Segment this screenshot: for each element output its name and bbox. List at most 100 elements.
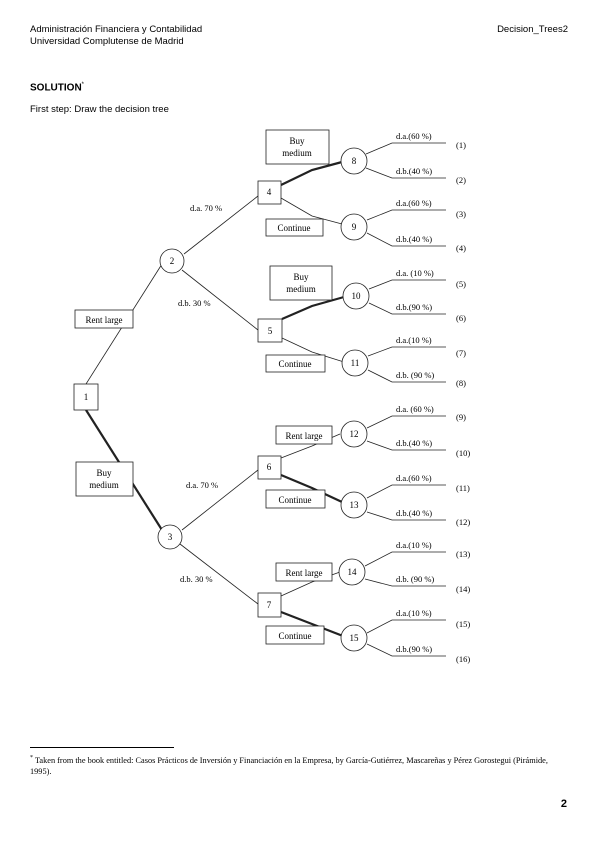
endpoint-8: (8): [456, 378, 466, 388]
option-buy-1-line2: medium: [89, 480, 119, 490]
branch-2-5: [181, 269, 259, 331]
page-number: 2: [560, 798, 567, 810]
chance-node-13: [340, 491, 368, 519]
branch-15-16: [366, 643, 446, 657]
node-label-9: 9: [352, 222, 357, 232]
option-continue-7: Continue: [279, 631, 312, 641]
chance-node-11: [341, 349, 369, 377]
branch-6-13: [280, 473, 343, 503]
branch-15-15: [366, 619, 446, 634]
branch-7-15: [280, 610, 344, 638]
node-label-13: 13: [350, 500, 360, 510]
branch-12-10: [366, 440, 446, 451]
node-label-7: 7: [267, 600, 272, 610]
branch-label-2-4: d.a. 70 %: [190, 203, 222, 213]
branch-9-3: [366, 209, 446, 221]
node-label-10: 10: [352, 291, 362, 301]
endpoint-3: (3): [456, 209, 466, 219]
branch-10-5: [368, 279, 446, 290]
decision-node-1: [73, 383, 99, 411]
outcome-label-11: d.a.(60 %): [396, 473, 432, 483]
endpoint-15: (15): [456, 619, 470, 629]
branch-12-9: [366, 415, 446, 429]
header-left: Administración Financiera y Contabilidad…: [30, 24, 202, 48]
decision-node-6: [257, 455, 282, 480]
outcome-label-4: d.b.(40 %): [396, 234, 432, 244]
option-buy-1-line1: Buy: [96, 468, 112, 478]
endpoint-1: (1): [456, 140, 466, 150]
footnote-rule: [30, 747, 174, 748]
endpoint-11: (11): [456, 483, 470, 493]
node-label-14: 14: [348, 567, 358, 577]
option-box-rent-large-1: [74, 309, 134, 329]
outcome-label-6: d.b.(90 %): [396, 302, 432, 312]
endpoint-6: (6): [456, 313, 466, 323]
endpoint-10: (10): [456, 448, 470, 458]
branch-5-10: [281, 295, 345, 321]
option-buy-4-line1: Buy: [289, 136, 305, 146]
branch-14-13: [364, 551, 446, 567]
endpoint-14: (14): [456, 584, 470, 594]
solution-heading: SOLUTION*: [30, 82, 84, 93]
node-label-6: 6: [267, 462, 272, 472]
outcome-label-8: d.b. (90 %): [396, 370, 434, 380]
option-rent-large-1: Rent large: [85, 315, 122, 325]
node-label-15: 15: [350, 633, 360, 643]
branch-13-11: [366, 484, 446, 499]
endpoint-16: (16): [456, 654, 470, 664]
chance-node-8: [340, 147, 368, 175]
footnote-marker: *: [81, 82, 85, 88]
branch-9-4: [366, 232, 446, 247]
header-course: Administración Financiera y Contabilidad: [30, 24, 203, 35]
branch-label-2-5: d.b. 30 %: [178, 298, 211, 308]
option-box-buy-medium-4: [265, 129, 330, 165]
option-box-buy-medium-5: [269, 265, 333, 301]
chance-node-3: [157, 524, 183, 550]
endpoint-13: (13): [456, 549, 470, 559]
endpoint-7: (7): [456, 348, 466, 358]
option-box-continue-7: [265, 625, 325, 645]
outcome-label-14: d.b. (90 %): [396, 574, 434, 584]
outcome-label-13: d.a.(10 %): [396, 540, 432, 550]
decision-node-5: [257, 318, 283, 343]
option-buy-5-line1: Buy: [293, 272, 309, 282]
outcome-label-9: d.a. (60 %): [396, 404, 434, 414]
footnote-text: Taken from the book entitled: Casos Prác…: [30, 755, 548, 776]
option-continue-6: Continue: [279, 495, 312, 505]
node-label-4: 4: [267, 187, 272, 197]
chance-node-12: [340, 420, 368, 448]
outcome-label-7: d.a.(10 %): [396, 335, 432, 345]
option-box-continue-5: [265, 354, 326, 373]
option-box-continue-4: [265, 218, 324, 237]
outcome-label-5: d.a. (10 %): [396, 268, 434, 278]
branch-3-7: [179, 543, 259, 605]
node-label-8: 8: [352, 156, 357, 166]
decision-node-4: [257, 180, 282, 205]
outcome-label-3: d.a.(60 %): [396, 198, 432, 208]
branch-3-6: [181, 469, 259, 531]
branch-13-12: [366, 511, 446, 521]
footnote-mark: *: [30, 755, 33, 761]
branch-4-8: [280, 160, 343, 186]
branch-8-1: [365, 142, 446, 155]
option-box-continue-6: [265, 489, 326, 509]
outcome-label-2: d.b.(40 %): [396, 166, 432, 176]
endpoint-12: (12): [456, 517, 470, 527]
node-label-11: 11: [351, 358, 360, 368]
node-label-5: 5: [268, 326, 273, 336]
node-label-1: 1: [84, 392, 89, 402]
option-continue-5: Continue: [279, 359, 312, 369]
option-box-rent-large-7: [275, 562, 333, 582]
branch-11-8: [367, 369, 446, 383]
chance-node-2: [159, 248, 185, 274]
endpoint-4: (4): [456, 243, 466, 253]
outcome-label-12: d.b.(40 %): [396, 508, 432, 518]
option-continue-4: Continue: [278, 223, 311, 233]
endpoint-5: (5): [456, 279, 466, 289]
chance-node-9: [340, 213, 368, 241]
branch-2-4: [183, 195, 259, 255]
step-text: First step: Draw the decision tree: [30, 104, 169, 115]
endpoint-2: (2): [456, 175, 466, 185]
outcome-label-15: d.a.(10 %): [396, 608, 432, 618]
